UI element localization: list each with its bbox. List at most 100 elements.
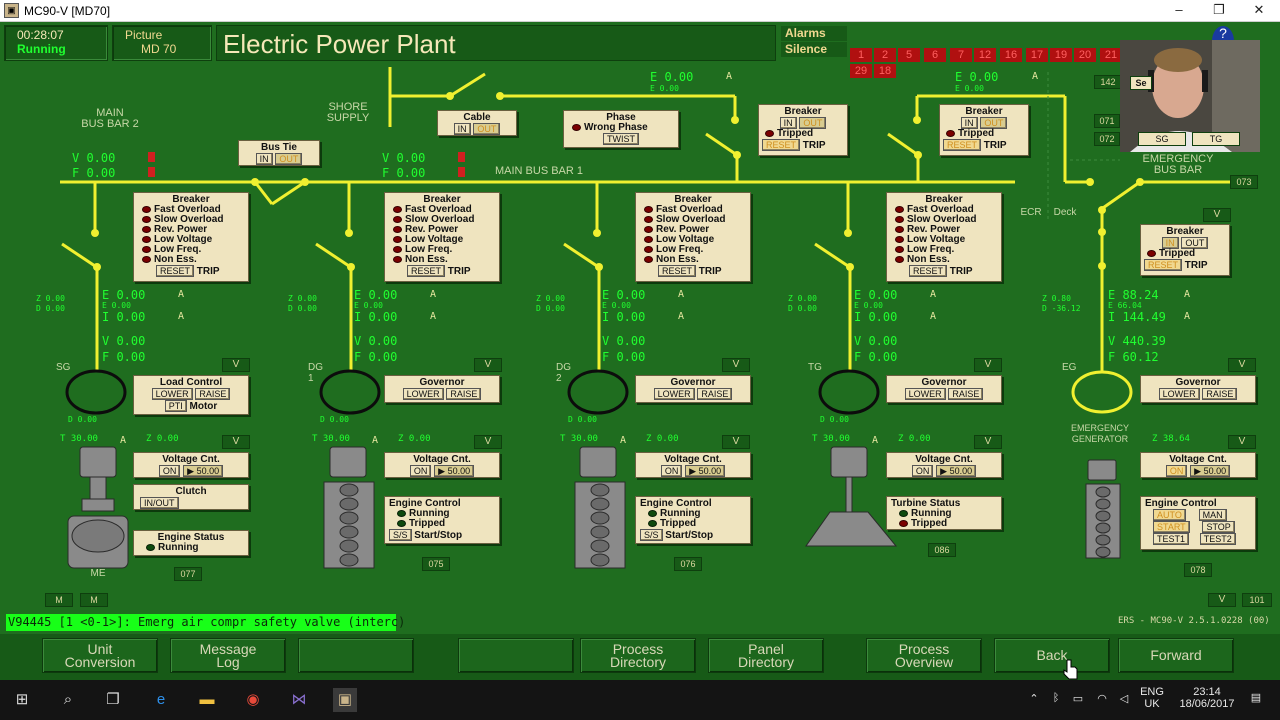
minimize-button[interactable]: –	[1175, 2, 1183, 17]
bus-tie-out-button[interactable]: OUT	[275, 153, 303, 165]
breaker-reset-button[interactable]: RESET	[156, 265, 195, 277]
voltage-on-button[interactable]: ON	[911, 465, 934, 477]
notifications-icon[interactable]: ▤	[1250, 692, 1262, 704]
engine-ss-button[interactable]: S/S	[389, 529, 412, 541]
load-lower-button[interactable]: LOWER	[151, 388, 193, 400]
load-raise-button[interactable]: RAISE	[195, 388, 231, 400]
clutch-inout-button[interactable]: IN/OUT	[140, 497, 179, 509]
message-log-button[interactable]: Message Log	[170, 638, 286, 673]
voltage-on-button[interactable]: ON	[409, 465, 432, 477]
voltage-on-button[interactable]: ON	[1165, 465, 1188, 477]
process-overview-button[interactable]: Process Overview	[866, 638, 982, 673]
tag-072[interactable]: 072	[1094, 132, 1120, 146]
search-icon[interactable]: ⌕	[63, 691, 73, 708]
cable-in-button[interactable]: IN	[453, 123, 471, 135]
gen-voltage-v-button[interactable]: V	[974, 435, 1002, 449]
voltage-setpoint[interactable]: ▶ 50.00	[936, 465, 977, 477]
breaker-trip-label[interactable]: TRIP	[802, 140, 826, 151]
breaker-reset-button[interactable]: RESET	[909, 265, 948, 277]
alarm-number[interactable]: 6	[924, 48, 946, 62]
generator-tag[interactable]: 075	[422, 557, 450, 571]
engine-ss-button[interactable]: S/S	[640, 529, 663, 541]
bluetooth-icon[interactable]: ᛒ	[1052, 692, 1060, 704]
file-explorer-icon[interactable]: ▬	[199, 691, 215, 708]
governor-raise-button[interactable]: RAISE	[1202, 388, 1238, 400]
wifi-icon[interactable]: ◠	[1097, 693, 1107, 705]
voltage-on-button[interactable]: ON	[660, 465, 683, 477]
breaker-reset-button[interactable]: RESET	[762, 139, 801, 151]
breaker-trip-label[interactable]: TRIP	[1184, 260, 1208, 271]
maximize-button[interactable]: ❐	[1213, 2, 1225, 17]
breaker-reset-button[interactable]: RESET	[407, 265, 446, 277]
gen-governor-v-button[interactable]: V	[474, 358, 502, 372]
tag-071[interactable]: 071	[1094, 114, 1120, 128]
governor-lower-button[interactable]: LOWER	[904, 388, 946, 400]
tag-073[interactable]: 073	[1230, 175, 1258, 189]
alarm-number[interactable]: 5	[898, 48, 920, 62]
breaker-reset-button[interactable]: RESET	[943, 139, 982, 151]
tag-101[interactable]: 101	[1242, 593, 1272, 607]
eg-auto-button[interactable]: AUTO	[1153, 509, 1186, 521]
volume-icon[interactable]: ◁	[1119, 693, 1129, 705]
gen-governor-v-button[interactable]: V	[222, 358, 250, 372]
windows-start-icon[interactable]: ⊞	[15, 691, 29, 708]
eg-stop-button[interactable]: STOP	[1202, 521, 1235, 533]
alarm-number[interactable]: 2	[874, 48, 896, 62]
voltage-setpoint[interactable]: ▶ 50.00	[685, 465, 726, 477]
pti-button[interactable]: PTI	[164, 400, 187, 412]
tg-tab[interactable]: TG	[1192, 132, 1240, 146]
alarm-number[interactable]: 12	[974, 48, 996, 62]
breaker-trip-label[interactable]: TRIP	[447, 266, 471, 277]
governor-lower-button[interactable]: LOWER	[653, 388, 695, 400]
generator-tag[interactable]: 077	[174, 567, 202, 581]
battery-icon[interactable]: ▭	[1072, 693, 1084, 705]
twist-button[interactable]: TWIST	[603, 133, 639, 145]
bus-tie-in-button[interactable]: IN	[255, 153, 273, 165]
back-button[interactable]: Back	[994, 638, 1110, 673]
governor-lower-button[interactable]: LOWER	[402, 388, 444, 400]
gen-voltage-v-button[interactable]: V	[222, 435, 250, 449]
close-button[interactable]: ✕	[1253, 2, 1265, 17]
gen-voltage-v-button[interactable]: V	[1228, 435, 1256, 449]
tray-expand-icon[interactable]: ⌃	[1029, 693, 1039, 705]
eg-man-button[interactable]: MAN	[1198, 509, 1227, 521]
taskbar-clock[interactable]: 23:14 18/06/2017	[1176, 686, 1238, 710]
sel-tab[interactable]: Se	[1130, 76, 1152, 90]
panel-directory-button[interactable]: Panel Directory	[708, 638, 824, 673]
emergency-breaker-v-button[interactable]: V	[1203, 208, 1231, 222]
mc90-taskbar-icon[interactable]: ▣	[333, 688, 357, 712]
eg-test2-button[interactable]: TEST2	[1199, 533, 1236, 545]
breaker-out-button[interactable]: OUT	[980, 117, 1008, 129]
visual-studio-icon[interactable]: ⋈	[291, 691, 307, 708]
generator-tag[interactable]: 086	[928, 543, 956, 557]
gen-governor-v-button[interactable]: V	[1228, 358, 1256, 372]
gen-voltage-v-button[interactable]: V	[474, 435, 502, 449]
breaker-trip-label[interactable]: TRIP	[949, 266, 973, 277]
alarm-number[interactable]: 1	[850, 48, 872, 62]
alarm-status-line[interactable]: V94445 [1 <0-1>]: Emerg air compr safety…	[6, 614, 406, 631]
generator-tag[interactable]: 078	[1184, 563, 1212, 577]
eg-start-button[interactable]: START	[1153, 521, 1190, 533]
breaker-reset-button[interactable]: RESET	[658, 265, 697, 277]
cable-out-button[interactable]: OUT	[473, 123, 501, 135]
generator-tag[interactable]: 076	[674, 557, 702, 571]
breaker-trip-label[interactable]: TRIP	[698, 266, 722, 277]
silence-number[interactable]: 29	[850, 64, 872, 78]
governor-raise-button[interactable]: RAISE	[948, 388, 984, 400]
sg-tab[interactable]: SG	[1138, 132, 1186, 146]
gen-governor-v-button[interactable]: V	[974, 358, 1002, 372]
breaker-reset-button[interactable]: RESET	[1144, 259, 1183, 271]
governor-raise-button[interactable]: RAISE	[446, 388, 482, 400]
language-indicator[interactable]: ENG UK	[1138, 686, 1166, 710]
me-m1-button[interactable]: M	[45, 593, 73, 607]
silence-number[interactable]: 18	[874, 64, 896, 78]
voltage-on-button[interactable]: ON	[158, 465, 181, 477]
gen-governor-v-button[interactable]: V	[722, 358, 750, 372]
alarm-number[interactable]: 21	[1100, 48, 1122, 62]
breaker-trip-label[interactable]: TRIP	[196, 266, 220, 277]
blank-nav-button-2[interactable]	[458, 638, 574, 673]
chrome-icon[interactable]: ◉	[246, 691, 260, 708]
edge-browser-icon[interactable]: e	[156, 691, 166, 708]
voltage-setpoint[interactable]: ▶ 50.00	[1190, 465, 1231, 477]
tag-142[interactable]: 142	[1094, 75, 1122, 89]
